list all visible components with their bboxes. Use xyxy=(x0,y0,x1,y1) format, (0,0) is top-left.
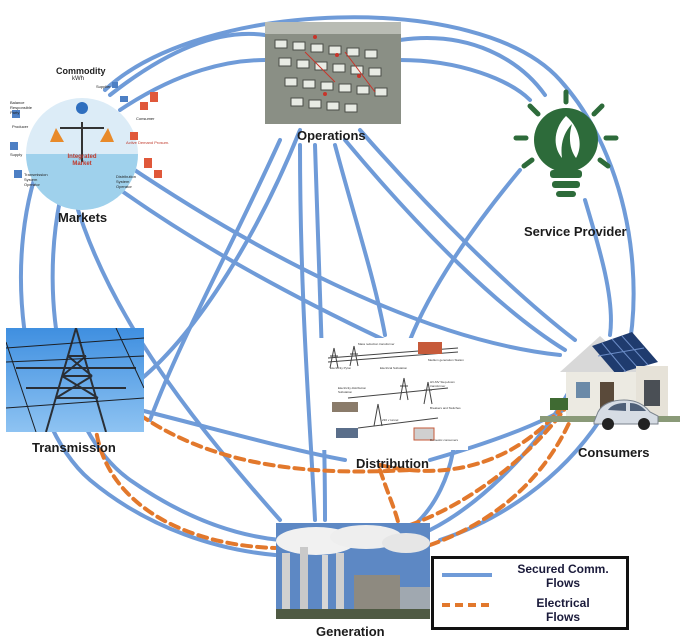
comm-ops-gen xyxy=(313,143,327,522)
comm-ring-left xyxy=(18,148,277,557)
elec-trans-dist xyxy=(138,413,412,474)
comm-cons-gen xyxy=(428,388,572,532)
market-label-1: Producer xyxy=(12,124,29,129)
pylon-icon xyxy=(5,327,145,433)
market-label-5: Transmission System Operator xyxy=(24,172,48,187)
consumers-image xyxy=(540,326,680,438)
comm-sp-cons xyxy=(583,198,613,337)
market-label-7: Balance Responsible Party xyxy=(10,100,33,115)
comm-ops-left xyxy=(148,138,282,422)
generation-image xyxy=(276,523,430,619)
dist-label-7: 230 v tunnel xyxy=(382,418,399,422)
comm-mkt-dist xyxy=(98,173,397,347)
comm-mkt-ops-2 xyxy=(118,58,267,112)
comm-ring-left-2 xyxy=(50,198,282,542)
comm-sp-dist xyxy=(408,168,522,342)
markets-label: Markets xyxy=(58,210,108,225)
legend-elec-label-2: Flows xyxy=(545,610,580,624)
service-provider-image xyxy=(506,88,636,208)
elec-trans-gen xyxy=(93,418,277,550)
comm-ops-cons-2 xyxy=(358,128,577,342)
comm-ops-trans xyxy=(138,128,302,382)
comm-mkt-ops xyxy=(108,31,267,97)
comm-ops-sp xyxy=(398,36,547,97)
market-label-0: Supplier xyxy=(96,84,111,89)
dist-label-1: Electricity Pylon xyxy=(330,366,352,370)
control-panel-icon xyxy=(265,22,401,124)
comm-ops-dist xyxy=(333,143,387,337)
markets-image: Commodity kWh Integrated Market Supplier… xyxy=(4,62,174,212)
market-label-6: Supply xyxy=(10,152,23,157)
market-label-2: Consumer xyxy=(136,116,155,121)
dist-label-5: HV-MV Step-down transformer xyxy=(430,380,455,388)
factory-icon xyxy=(276,523,430,619)
comm-ops-sp-2 xyxy=(398,58,532,102)
distribution-network-icon xyxy=(318,338,468,450)
scales-icon xyxy=(10,82,162,210)
legend-comm-label-2: Flows xyxy=(545,576,580,590)
car-icon xyxy=(593,399,659,430)
comm-flow-lines xyxy=(18,15,636,557)
comm-ops-cons xyxy=(343,138,567,352)
generation-label: Generation xyxy=(316,624,385,639)
dist-label-6: Breakers and Switches xyxy=(430,406,461,410)
bulb-leaf-icon xyxy=(513,89,619,197)
market-label-4: Distribution System Operator xyxy=(116,174,137,189)
comm-mkt-gen xyxy=(73,198,282,522)
dist-label-0: Mass reduction transformer xyxy=(358,342,395,346)
comm-ring-outer xyxy=(103,15,636,542)
market-commodity: Commodity xyxy=(56,66,106,76)
legend-comm-label-1: Secured Comm. xyxy=(517,562,609,576)
transmission-image xyxy=(5,327,145,433)
distribution-label: Distribution xyxy=(356,456,429,471)
consumers-label: Consumers xyxy=(578,445,650,460)
comm-trans-dist xyxy=(138,408,347,462)
distribution-image: Mass reduction transformer Electricity P… xyxy=(318,338,468,450)
dist-label-2: Medium generation Station xyxy=(428,358,464,362)
market-label-3: Active Demand Prosum. xyxy=(126,140,170,145)
comm-ops-gen-2 xyxy=(298,143,317,522)
operations-label: Operations xyxy=(297,128,366,143)
transmission-label: Transmission xyxy=(32,440,116,455)
market-center: Integrated Market xyxy=(67,154,97,167)
dist-label-4: Electricity distribution Substation xyxy=(338,386,367,394)
dist-label-3: Electrical Substation xyxy=(380,366,408,370)
legend-elec-label-1: Electrical xyxy=(536,596,590,610)
comm-mkt-cons xyxy=(103,148,562,357)
market-unit: kWh xyxy=(72,76,84,82)
dist-label-8: Domestic consumers xyxy=(430,438,459,442)
service-provider-label: Service Provider xyxy=(524,224,627,239)
operations-image xyxy=(265,22,401,124)
legend: Secured Comm. Flows Electrical Flows xyxy=(431,556,629,630)
legend-swatches xyxy=(442,573,492,607)
